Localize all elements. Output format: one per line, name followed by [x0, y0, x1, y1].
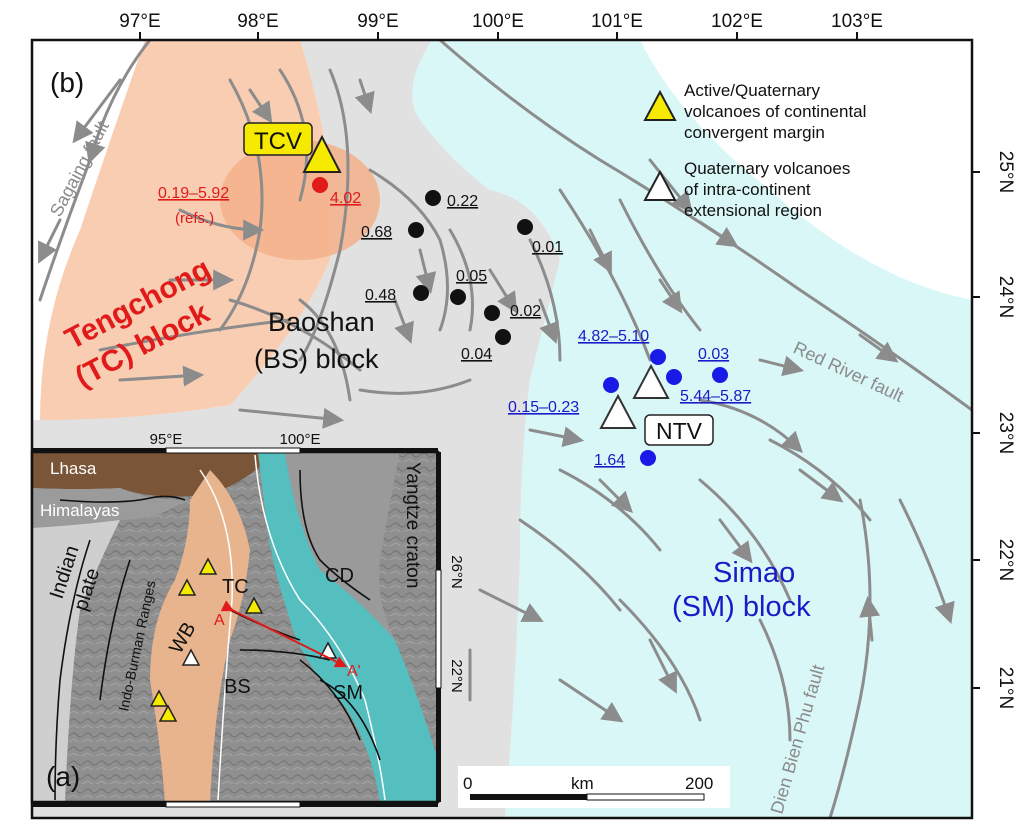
- panel-a-lat-tick: 22°N: [448, 659, 465, 693]
- panel-a-label: (a): [46, 761, 80, 792]
- sample-dot: [517, 219, 533, 235]
- legend-yellow-line-2: volcanoes of continental: [684, 102, 866, 121]
- legend-white-line-3: extensional region: [684, 201, 822, 220]
- panel-a-lat-tick: 26°N: [448, 555, 465, 589]
- panel-a-border-ticks: [32, 447, 442, 808]
- ntv-label-box: [644, 414, 714, 446]
- tcv-volcano-triangle: [302, 134, 342, 173]
- scale-max: 200: [685, 774, 713, 793]
- panel-a: 95°E 100°E 26°N 22°N Lhasa Himalayas Ind…: [30, 431, 465, 808]
- profile-start-label: A: [214, 612, 225, 629]
- panel-b: (b) Sagaing fault Red River fault Dien B…: [32, 40, 972, 818]
- panel-b-lat-ticks: [972, 171, 980, 689]
- lat-tick-label: 22°N: [995, 539, 1016, 581]
- lhasa-label: Lhasa: [50, 459, 97, 478]
- ntv-label: NTV: [656, 418, 703, 444]
- volcano-yellow-icon: [198, 557, 218, 575]
- sample-dot: [484, 305, 500, 321]
- legend: Active/Quaternary volcanoes of continent…: [643, 81, 866, 220]
- age-label: 0.48: [365, 287, 396, 304]
- age-label: 0.02: [510, 303, 541, 320]
- lon-tick-label: 103°E: [831, 11, 883, 32]
- lon-tick-label: 98°E: [237, 11, 278, 32]
- panel-a-lon-tick: 100°E: [279, 431, 320, 448]
- indian-plate-region: [32, 520, 120, 802]
- legend-yellow-line-3: convergent margin: [684, 123, 825, 142]
- age-label: 0.05: [456, 268, 487, 285]
- sample-dot: [450, 289, 466, 305]
- simao-block-label-1: Simao: [713, 557, 795, 589]
- sample-dot: [650, 349, 666, 365]
- ntv-volcano-triangle: [632, 363, 670, 399]
- sample-dot: [603, 377, 619, 393]
- tcv-age-refs: (refs.): [175, 210, 214, 227]
- age-label: 1.64: [594, 452, 625, 469]
- sample-dot: [640, 450, 656, 466]
- legend-yellow-triangle-icon: [643, 89, 677, 121]
- volcano-yellow-icon: [158, 704, 178, 722]
- himalayas-label: Himalayas: [40, 501, 119, 520]
- scale-unit: km: [571, 774, 594, 793]
- tcv-label: TCV: [254, 128, 302, 155]
- age-label: 0.22: [447, 193, 478, 210]
- sample-dot: [495, 329, 511, 345]
- age-label: 0.01: [532, 239, 563, 256]
- sample-dot: [666, 369, 682, 385]
- profile-line: [220, 600, 348, 668]
- lon-tick-label: 102°E: [711, 11, 763, 32]
- tcv-age-red: 4.02: [330, 190, 361, 207]
- baoshan-block-label-1: Baoshan: [268, 307, 375, 337]
- legend-white-triangle-icon: [643, 169, 677, 201]
- sm-label: SM: [333, 682, 363, 704]
- sample-dot: [712, 367, 728, 383]
- lon-tick-label: 100°E: [472, 11, 524, 32]
- lat-tick-label: 24°N: [995, 276, 1016, 318]
- yangtze-label: Yangtze craton: [402, 462, 423, 588]
- lon-tick-label: 101°E: [591, 11, 643, 32]
- bs-label: BS: [224, 676, 251, 698]
- tcv-label-box: [243, 122, 313, 156]
- age-label: 4.82–5.10: [578, 328, 649, 345]
- legend-yellow-line-1: Active/Quaternary: [684, 81, 821, 100]
- sm-region: [258, 452, 438, 802]
- panel-a-lon-tick: 95°E: [150, 431, 183, 448]
- cd-label: CD: [325, 565, 354, 587]
- baoshan-samples: [408, 190, 533, 345]
- fault-lines: [38, 40, 972, 818]
- panel-b-lon-ticks: [139, 32, 858, 40]
- lat-tick-label: 25°N: [995, 151, 1016, 193]
- legend-white-line-2: of intra-continent: [684, 180, 811, 199]
- age-label: 0.04: [461, 346, 492, 363]
- simao-block-label-2: (SM) block: [672, 591, 811, 623]
- tcv-age-range: 0.19–5.92: [158, 185, 229, 202]
- age-label: 0.68: [361, 224, 392, 241]
- legend-white-line-1: Quaternary volcanoes: [684, 159, 850, 178]
- age-label: 0.03: [698, 346, 729, 363]
- age-label: 0.15–0.23: [508, 399, 579, 416]
- lon-tick-label: 97°E: [119, 11, 160, 32]
- scale-zero: 0: [463, 774, 472, 793]
- ntv-volcano-triangle-2: [599, 393, 637, 429]
- volcano-yellow-icon: [149, 689, 169, 707]
- cd-region: [285, 452, 400, 640]
- tcv-sample-red: [312, 177, 328, 193]
- lon-tick-label: 99°E: [357, 11, 398, 32]
- panel-b-frame: [30, 38, 974, 820]
- volcano-white-icon: [181, 648, 201, 666]
- volcano-yellow-icon: [177, 578, 197, 596]
- simao-samples: [603, 349, 728, 466]
- dien-bien-phu-fault: [828, 498, 872, 818]
- scale-bar: 0 km 200: [458, 766, 730, 808]
- sample-dot: [413, 285, 429, 301]
- lat-tick-label: 21°N: [995, 667, 1016, 709]
- tc-label: TC: [222, 576, 249, 598]
- age-label: 5.44–5.87: [680, 388, 751, 405]
- profile-end-label: A': [347, 663, 361, 680]
- sample-dot: [425, 190, 441, 206]
- lat-tick-label: 23°N: [995, 412, 1016, 454]
- baoshan-block-label-2: (BS) block: [254, 344, 379, 374]
- panel-b-label: (b): [50, 67, 84, 98]
- sample-dot: [408, 222, 424, 238]
